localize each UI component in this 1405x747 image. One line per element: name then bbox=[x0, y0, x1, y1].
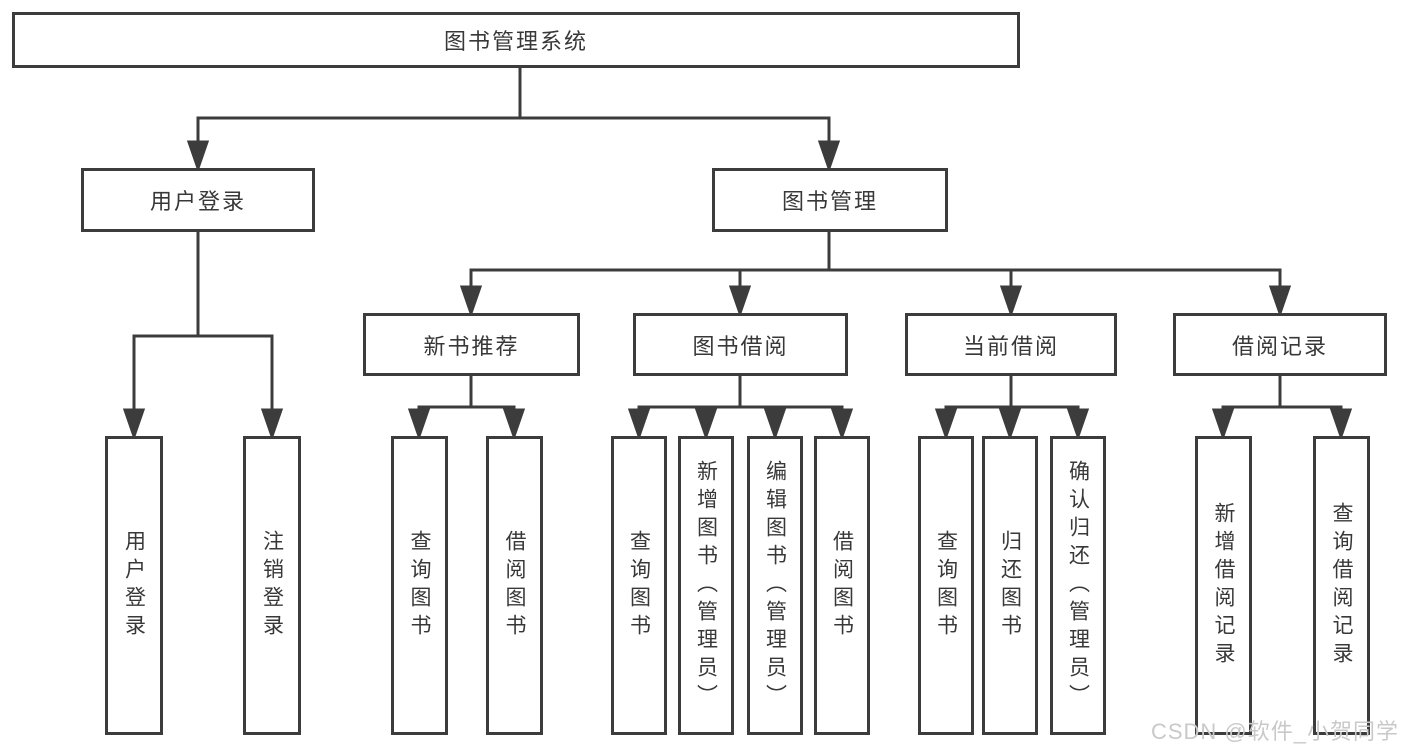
leaf-logout: 注销登录 bbox=[243, 436, 301, 735]
node-borrow-record-label: 借阅记录 bbox=[1231, 333, 1328, 359]
node-new-book-recommend: 新书推荐 bbox=[363, 313, 580, 376]
connector-bookborrow-to-leaves bbox=[627, 374, 854, 441]
connector-borrowrecord-to-leaves bbox=[1211, 374, 1353, 441]
node-borrow-record: 借阅记录 bbox=[1173, 313, 1387, 376]
watermark: CSDN @软件_小贺同学 bbox=[1150, 719, 1399, 744]
connector-newbook-to-leaves bbox=[407, 374, 526, 441]
arrowhead-icon bbox=[1211, 408, 1235, 441]
arrowhead-icon bbox=[407, 408, 431, 441]
arrowhead-icon bbox=[999, 285, 1023, 318]
leaf-borrow-edit-books-admin: 编辑图书（管理员） bbox=[747, 436, 803, 735]
arrowhead-icon bbox=[763, 408, 787, 441]
arrowhead-icon bbox=[998, 408, 1022, 441]
arrowhead-icon bbox=[1066, 408, 1090, 441]
node-book-borrow-label: 图书借阅 bbox=[692, 333, 789, 359]
node-new-book-recommend-label: 新书推荐 bbox=[423, 333, 520, 359]
node-root: 图书管理系统 bbox=[12, 12, 1020, 68]
arrowhead-icon bbox=[260, 408, 284, 441]
node-root-label: 图书管理系统 bbox=[443, 29, 588, 54]
leaf-borrow-query-books: 查询图书 bbox=[611, 436, 667, 735]
leaf-record-query: 查询借阅记录 bbox=[1313, 436, 1370, 735]
arrowhead-icon bbox=[934, 408, 958, 441]
arrowhead-icon bbox=[1268, 285, 1292, 318]
leaf-current-query-books: 查询图书 bbox=[918, 436, 974, 735]
arrowhead-icon bbox=[694, 408, 718, 441]
arrowhead-icon bbox=[122, 408, 146, 441]
connector-userlogin-to-leaves bbox=[122, 230, 284, 441]
arrowhead-icon bbox=[186, 140, 210, 173]
leaf-current-confirm-return-admin: 确认归还（管理员） bbox=[1050, 436, 1106, 735]
arrowhead-icon bbox=[627, 408, 651, 441]
node-book-management: 图书管理 bbox=[712, 168, 948, 232]
node-user-login: 用户登录 bbox=[81, 168, 315, 232]
connector-currentborrow-to-leaves bbox=[934, 374, 1090, 441]
connector-root-to-level2 bbox=[186, 66, 841, 173]
arrowhead-icon bbox=[830, 408, 854, 441]
node-user-login-label: 用户登录 bbox=[149, 189, 246, 214]
leaf-borrow-borrow-books: 借阅图书 bbox=[814, 436, 870, 735]
leaf-borrow-add-books-admin: 新增图书（管理员） bbox=[678, 436, 734, 735]
connector-bookmgmt-to-level3 bbox=[459, 230, 1292, 318]
leaf-current-return-books: 归还图书 bbox=[982, 436, 1038, 735]
arrowhead-icon bbox=[1329, 408, 1353, 441]
arrowhead-icon bbox=[728, 285, 752, 318]
leaf-newbook-borrow-books: 借阅图书 bbox=[486, 436, 543, 735]
leaf-user-login: 用户登录 bbox=[105, 436, 163, 735]
leaf-record-add: 新增借阅记录 bbox=[1195, 436, 1252, 735]
leaf-newbook-query-books: 查询图书 bbox=[391, 436, 448, 735]
arrowhead-icon bbox=[459, 285, 483, 318]
arrowhead-icon bbox=[817, 140, 841, 173]
node-book-borrow: 图书借阅 bbox=[633, 313, 848, 376]
arrowhead-icon bbox=[502, 408, 526, 441]
node-current-borrow-label: 当前借阅 bbox=[962, 333, 1059, 359]
node-current-borrow: 当前借阅 bbox=[905, 313, 1117, 376]
node-book-management-label: 图书管理 bbox=[781, 189, 878, 214]
